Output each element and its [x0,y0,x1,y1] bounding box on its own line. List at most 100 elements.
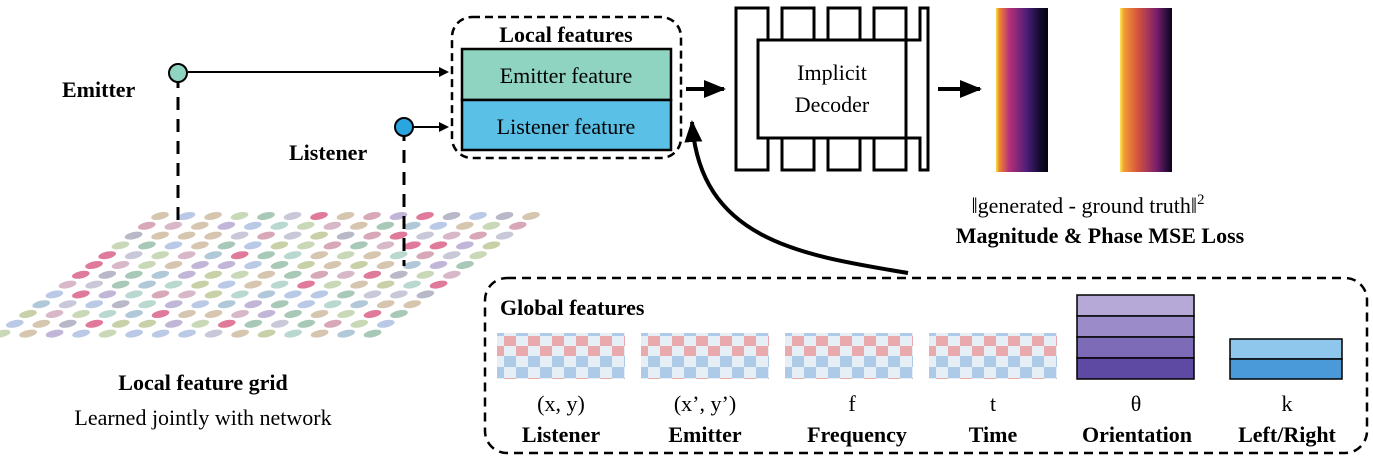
global-name-emitter: Emitter [668,422,742,447]
grid-cell [72,329,90,338]
grid-cell [85,261,103,269]
grid-cell [284,290,302,299]
emitter-node [168,63,188,83]
grid-cell [363,270,382,279]
grid-cell [230,231,249,240]
grid-cell [217,300,236,309]
grid-cell [363,231,381,240]
grid-cell [270,261,289,269]
grid-cell [456,241,474,250]
grid-cell [85,300,104,309]
grid-subtitle: Learned jointly with network [74,405,331,430]
grid-cell [363,290,382,299]
listener-label: Listener [289,140,367,165]
grid-cell [257,270,276,279]
grid-cell [217,319,236,328]
grid-cell [244,300,263,309]
grid-cell [111,241,130,250]
grid-cell [350,241,368,250]
global-name-time: Time [969,422,1018,447]
grid-cell [297,319,316,328]
grid-cell [98,290,117,299]
leftright-row [1229,358,1343,380]
grid-cell [270,221,289,230]
orientation-row [1076,315,1195,338]
grid-cell [337,310,355,318]
global-symbol-time: t [990,391,996,416]
grid-cell [45,310,64,318]
grid-cell [429,221,448,230]
grid-cell [177,251,196,260]
grid-cell [217,280,236,289]
grid-cell [243,221,262,230]
global-to-decoder-arrow [684,120,909,275]
grid-cell [204,231,222,240]
grid-cell [98,329,117,338]
grid-cell [204,251,223,260]
global-features-title: Global features [500,295,645,320]
global-features-box [483,276,1369,455]
grid-cell [85,319,104,328]
global-symbol-frequency: f [848,391,856,416]
listener-encoding-patch [497,333,625,379]
grid-cell [283,231,302,240]
grid-cell [190,221,209,230]
grid-cell [98,251,117,260]
implicit-decoder-core [756,38,908,140]
grid-cell [217,261,236,269]
listener-feature-label: Listener feature [497,114,636,139]
grid-cell [111,261,130,269]
grid-cell [336,251,355,260]
grid-cell [323,241,342,250]
time-encoding-patch [929,333,1057,379]
grid-cell [257,329,276,338]
grid-cell [164,241,183,250]
grid-cell [416,270,435,279]
grid-cell [191,300,210,309]
grid-cell [442,231,461,240]
grid-cell [151,251,170,260]
grid-cell [403,261,421,269]
grid-cell [389,251,408,260]
grid-cell [138,241,156,250]
grid-cell [363,251,382,260]
grid-cell [111,319,130,328]
global-name-orientation: Orientation [1082,422,1192,447]
grid-cell [390,310,408,318]
grid-cell [151,231,169,240]
grid-cell [323,300,342,309]
grid-cell [416,251,435,260]
decoder-line1: Implicit [797,60,867,85]
grid-cell [191,280,209,289]
orientation-row [1076,294,1195,317]
grid-cell [204,270,223,279]
grid-cell [98,310,117,318]
global-symbol-listener: (x, y) [537,391,585,416]
grid-cell [270,300,289,309]
grid-cell [336,270,355,279]
grid-cell [244,261,262,269]
decoder-line2: Decoder [795,92,870,117]
grid-cell [32,300,51,309]
grid-cell [469,212,487,220]
grid-cell [363,310,382,318]
grid-cell [376,300,395,309]
grid-cell [177,212,196,220]
grid-cell [204,310,223,318]
grid-cell [429,241,448,250]
grid-cell [137,221,156,230]
grid-cell [376,261,395,269]
emitter-encoding-patch [641,333,769,379]
grid-cell [231,310,249,318]
grid-cell [151,270,170,279]
generated-spectrogram [996,8,1048,172]
global-symbol-orientation: θ [1131,391,1142,416]
grid-cell [191,319,210,328]
grid-cell [337,290,355,299]
grid-cell [337,329,355,338]
grid-cell [429,261,448,269]
grid-cell [270,241,289,250]
loss-label: Magnitude & Phase MSE Loss [956,223,1245,248]
grid-cell [310,310,329,318]
grid-cell [389,231,408,240]
